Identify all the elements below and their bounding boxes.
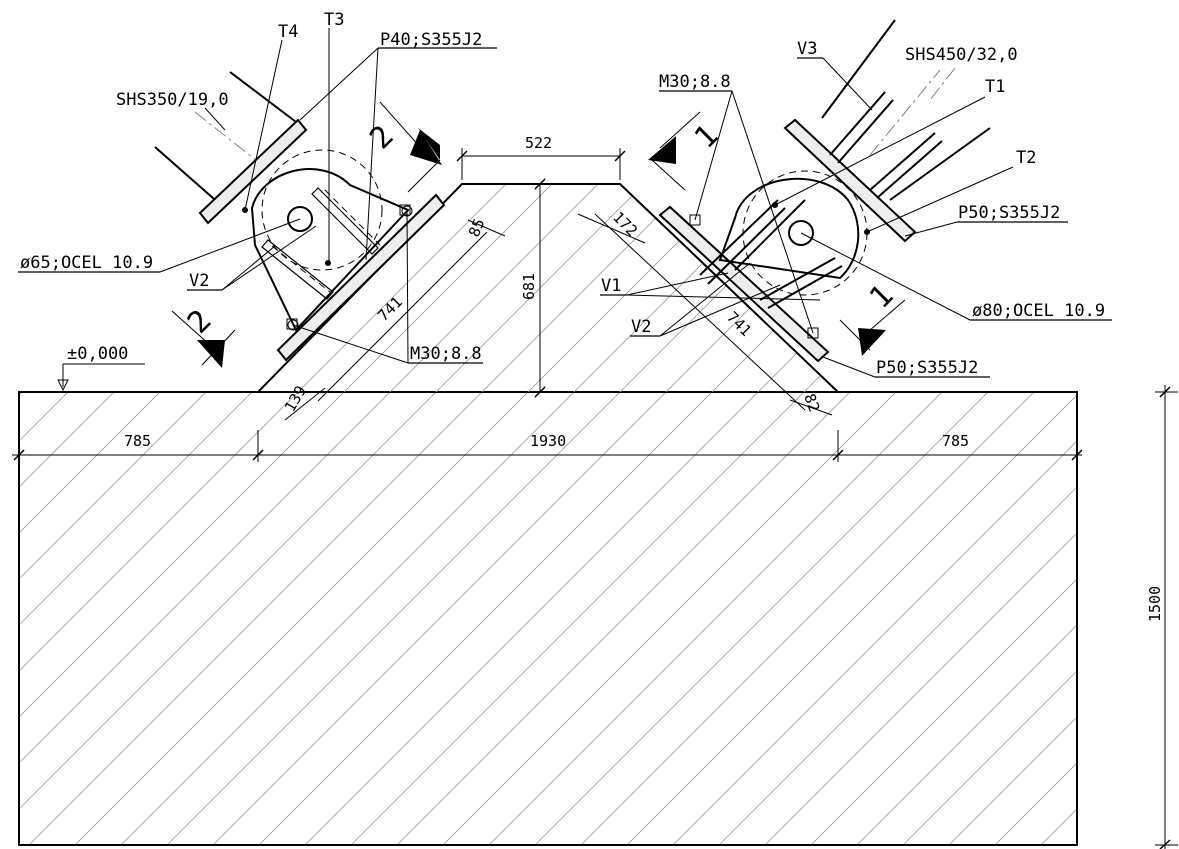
dimension-lines [12,148,1178,849]
leader-lines [18,28,1112,378]
level-mark: ±0,000 [57,344,145,392]
section-right-bottom: 1 [863,278,901,316]
dim-85: 85 [465,216,488,239]
label-dia65: ø65;OCEL 10.9 [20,253,153,273]
label-v2-left: V2 [189,271,209,291]
right-bearing-assembly [658,19,991,363]
foundation-block [18,391,1078,846]
label-v3: V3 [797,39,817,59]
label-p50-top: P50;S355J2 [958,203,1060,223]
label-p40: P40;S355J2 [380,30,482,50]
label-p50-bottom: P50;S355J2 [876,358,978,378]
dim-1500: 1500 [1146,586,1164,622]
level-label: ±0,000 [67,344,128,364]
label-m30-left: M30;8.8 [410,344,482,364]
label-shs350: SHS350/19,0 [116,90,229,110]
dim-681: 681 [520,273,538,300]
dim-82: 82 [800,391,823,414]
section-right-top: 1 [688,118,726,156]
label-m30-right: M30;8.8 [659,72,731,92]
dim-522: 522 [525,134,552,152]
label-dia80: ø80;OCEL 10.9 [972,301,1105,321]
section-left-bottom: 2 [181,303,219,341]
label-shs450: SHS450/32,0 [905,45,1018,65]
label-t1: T1 [985,77,1005,97]
label-v2-right: V2 [631,317,651,337]
label-t4: T4 [278,22,298,42]
section-left-top: 2 [363,119,401,157]
dim-785-left: 785 [124,432,151,450]
label-t3: T3 [324,10,344,30]
label-v1: V1 [601,276,621,296]
label-t2: T2 [1016,148,1036,168]
dim-1930: 1930 [530,432,566,450]
dim-785-right: 785 [942,432,969,450]
component-labels: T4 T3 P40;S355J2 SHS350/19,0 ø65;OCEL 10… [20,10,1105,378]
